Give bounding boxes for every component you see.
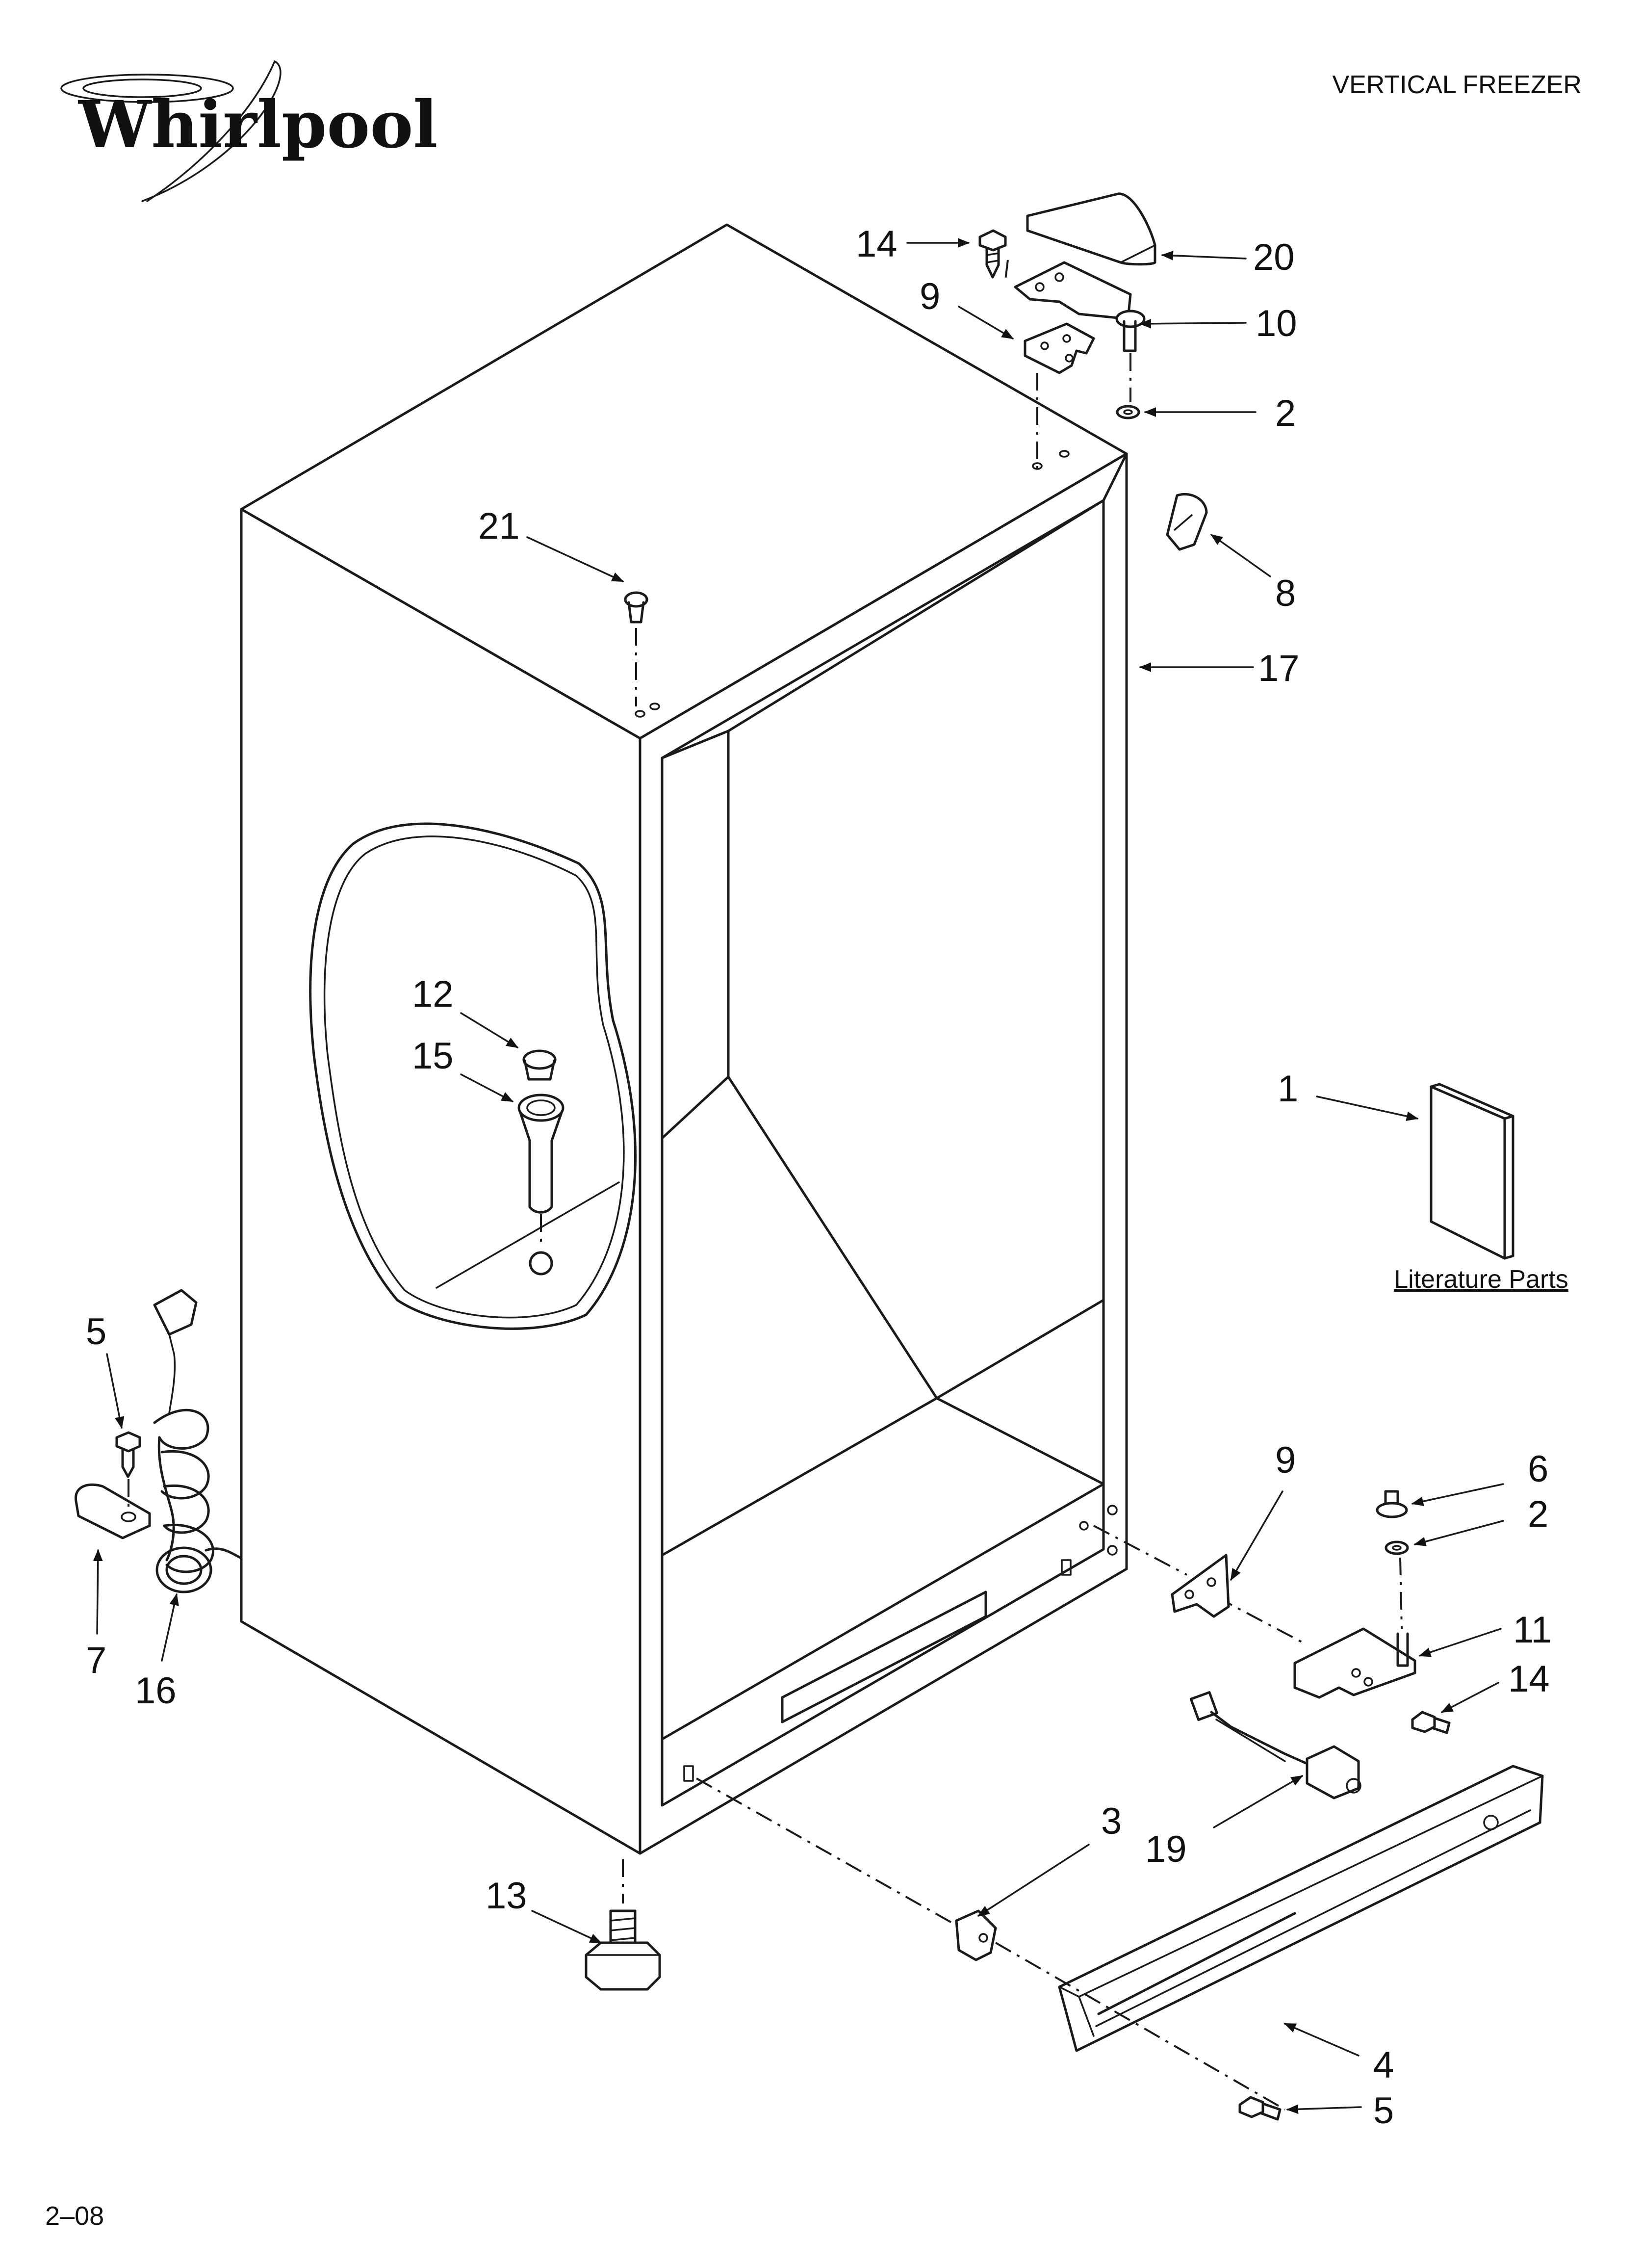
hinge-washer-2-top [1116,405,1140,419]
callout-8: 8 [1275,573,1296,614]
literature-book-1 [1430,1083,1514,1260]
callout-19: 19 [1145,1828,1187,1870]
callout-16: 16 [135,1670,177,1712]
callout-9-top: 9 [920,276,940,317]
hinge-cover-20 [1026,192,1156,266]
callout-3: 3 [1101,1800,1122,1842]
hinge-screw-14-bottom [1411,1711,1451,1734]
hinge-washer-2-bottom [1385,1540,1409,1555]
grille-screw-5-bottom [1238,2096,1282,2121]
top-hinge-assembly [978,192,1156,471]
hinge-shim-9-bottom [1171,1554,1230,1618]
top-hinge-10 [1014,261,1132,320]
bottom-hinge-assembly [1093,1490,1451,1734]
hinge-pin-6 [1376,1490,1408,1518]
callout-13: 13 [486,1875,527,1917]
freezer-cabinet [240,223,1128,1855]
door-clip-8 [1166,493,1208,551]
page-title: VERTICAL FREEZER [1332,71,1582,99]
callout-5-left: 5 [86,1311,106,1353]
callout-10: 10 [1256,303,1297,344]
power-cord-16 [153,1289,242,1593]
callout-5-bottom: 5 [1373,2090,1394,2132]
callout-14-top: 14 [856,223,898,265]
footer-code: 2–08 [45,2201,104,2231]
callout-labels: 14 20 9 10 2 21 8 17 12 15 1 5 7 16 9 6 … [86,223,1552,2132]
clamp-screw-5-left [115,1431,141,1509]
callout-9-bottom: 9 [1275,1439,1296,1481]
cord-clamp-7 [75,1483,151,1539]
literature-parts-label: Literature Parts [1394,1265,1568,1294]
callout-arrows [93,238,1504,2114]
bottom-hinge-11 [1293,1627,1416,1699]
callout-14-bottom: 14 [1508,1658,1550,1700]
callout-6: 6 [1528,1448,1548,1490]
sensor-19 [1189,1691,1361,1799]
toe-grille-4 [995,1765,1544,2111]
callout-21: 21 [478,505,520,547]
callout-15: 15 [412,1035,454,1077]
callout-12: 12 [412,973,454,1015]
callout-7: 7 [86,1640,106,1681]
callout-20: 20 [1253,236,1295,278]
callout-17: 17 [1258,648,1300,689]
whirlpool-swirl-icon [60,60,282,202]
drain-tube-15 [517,1094,564,1276]
brand-name: Whirlpool [77,87,438,163]
leveling-leg-13 [585,1859,661,1991]
side-cutaway [309,822,637,1330]
callout-11: 11 [1513,1609,1552,1651]
callout-1: 1 [1278,1068,1298,1110]
hinge-shim-9 [1024,322,1095,374]
drain-plug-12 [522,1049,557,1081]
plug-21 [624,591,648,706]
callout-2-bottom: 2 [1528,1493,1548,1535]
whirlpool-logo: Whirlpool [60,60,438,202]
callout-2-top: 2 [1275,392,1296,434]
callout-4: 4 [1373,2044,1394,2086]
grille-clip-3 [696,1777,997,1961]
hinge-screw-14-top [978,229,1007,279]
